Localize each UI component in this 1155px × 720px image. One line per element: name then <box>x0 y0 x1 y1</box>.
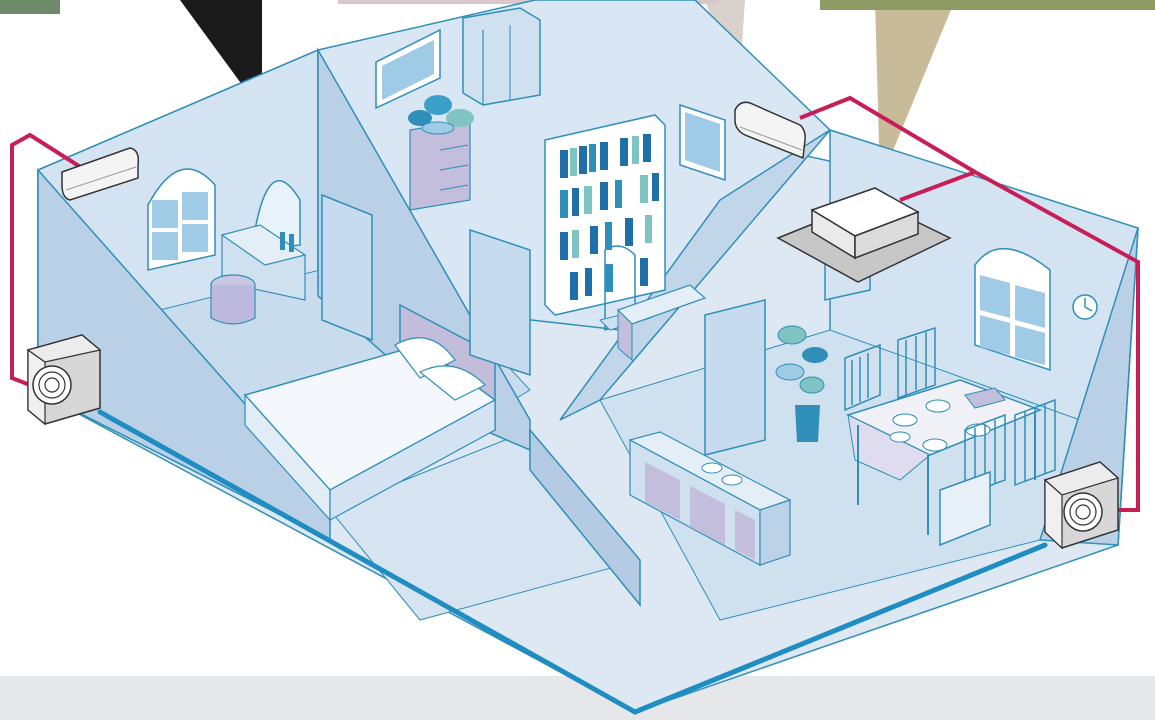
photo-strip-right <box>820 0 1155 10</box>
living-door <box>705 300 765 455</box>
outdoor-unit-left <box>28 335 100 424</box>
study-door <box>470 230 530 375</box>
stool <box>211 275 255 324</box>
wall-clock <box>1073 295 1097 319</box>
wardrobe <box>463 8 540 105</box>
bedroom-door <box>322 195 372 340</box>
photo-strip-left <box>0 0 60 14</box>
